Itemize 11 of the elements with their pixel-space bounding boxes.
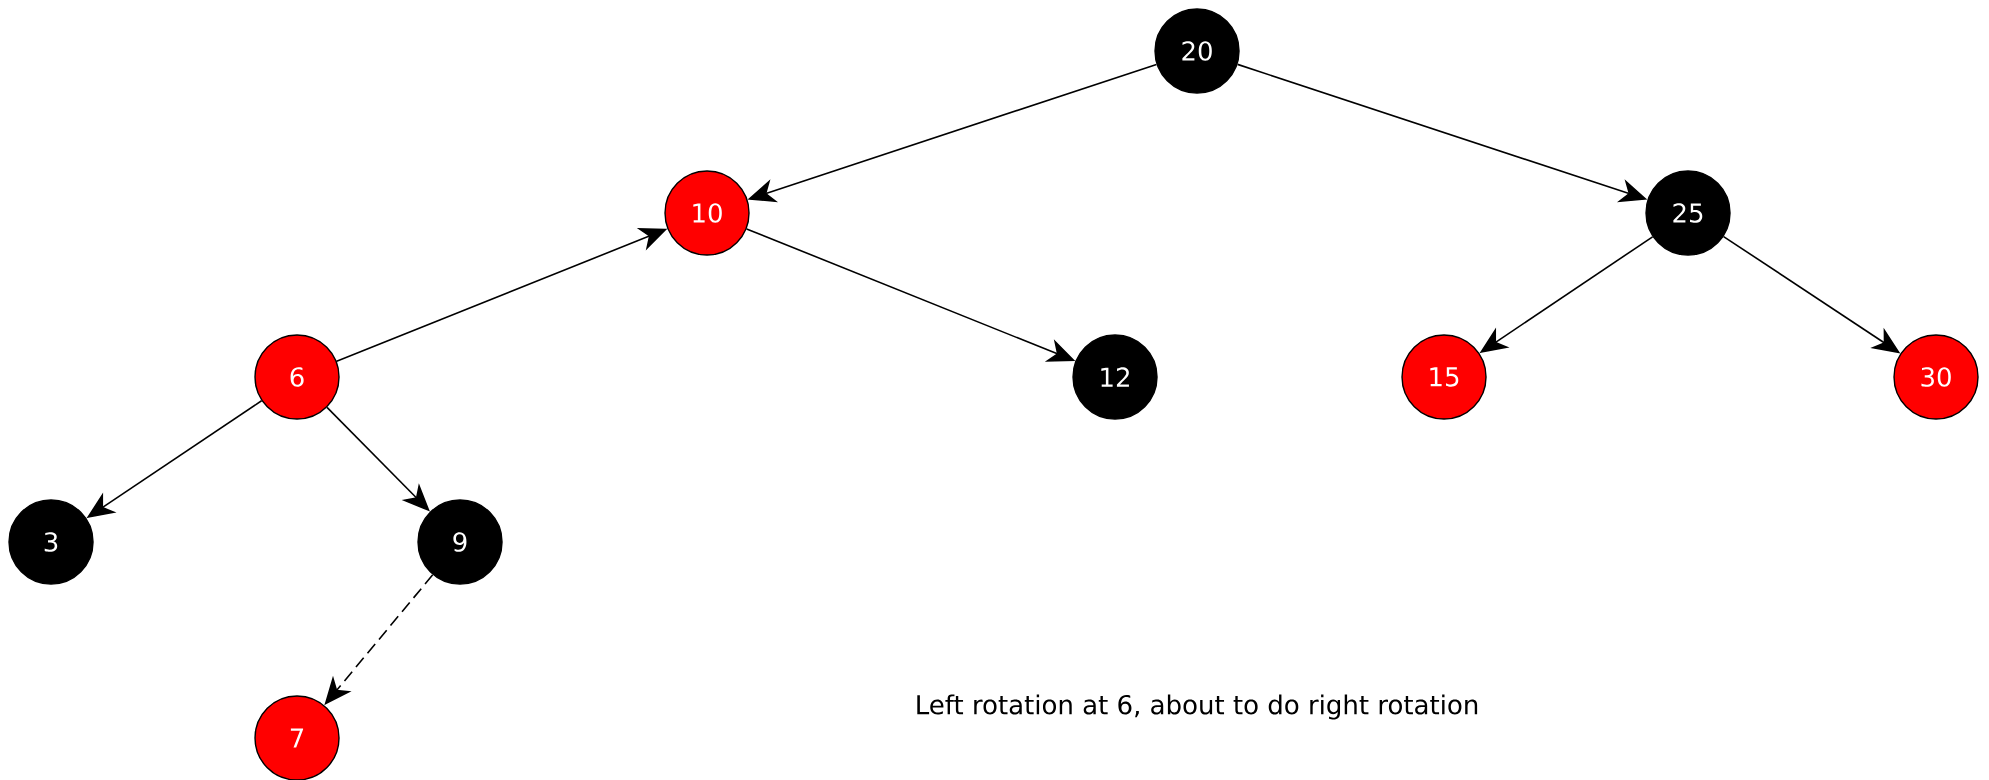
tree-node: 12	[1072, 334, 1158, 420]
tree-node: 20	[1154, 8, 1240, 94]
tree-node: 30	[1893, 334, 1979, 420]
tree-node: 3	[8, 499, 94, 585]
tree-node: 7	[254, 695, 340, 780]
tree-node: 10	[664, 170, 750, 256]
tree-node: 15	[1401, 334, 1487, 420]
tree-node: 6	[254, 334, 340, 420]
caption-note: Left rotation at 6, about to do right rotation	[917, 694, 1478, 720]
tree-node: 25	[1645, 170, 1731, 256]
tree-node: 9	[417, 499, 503, 585]
